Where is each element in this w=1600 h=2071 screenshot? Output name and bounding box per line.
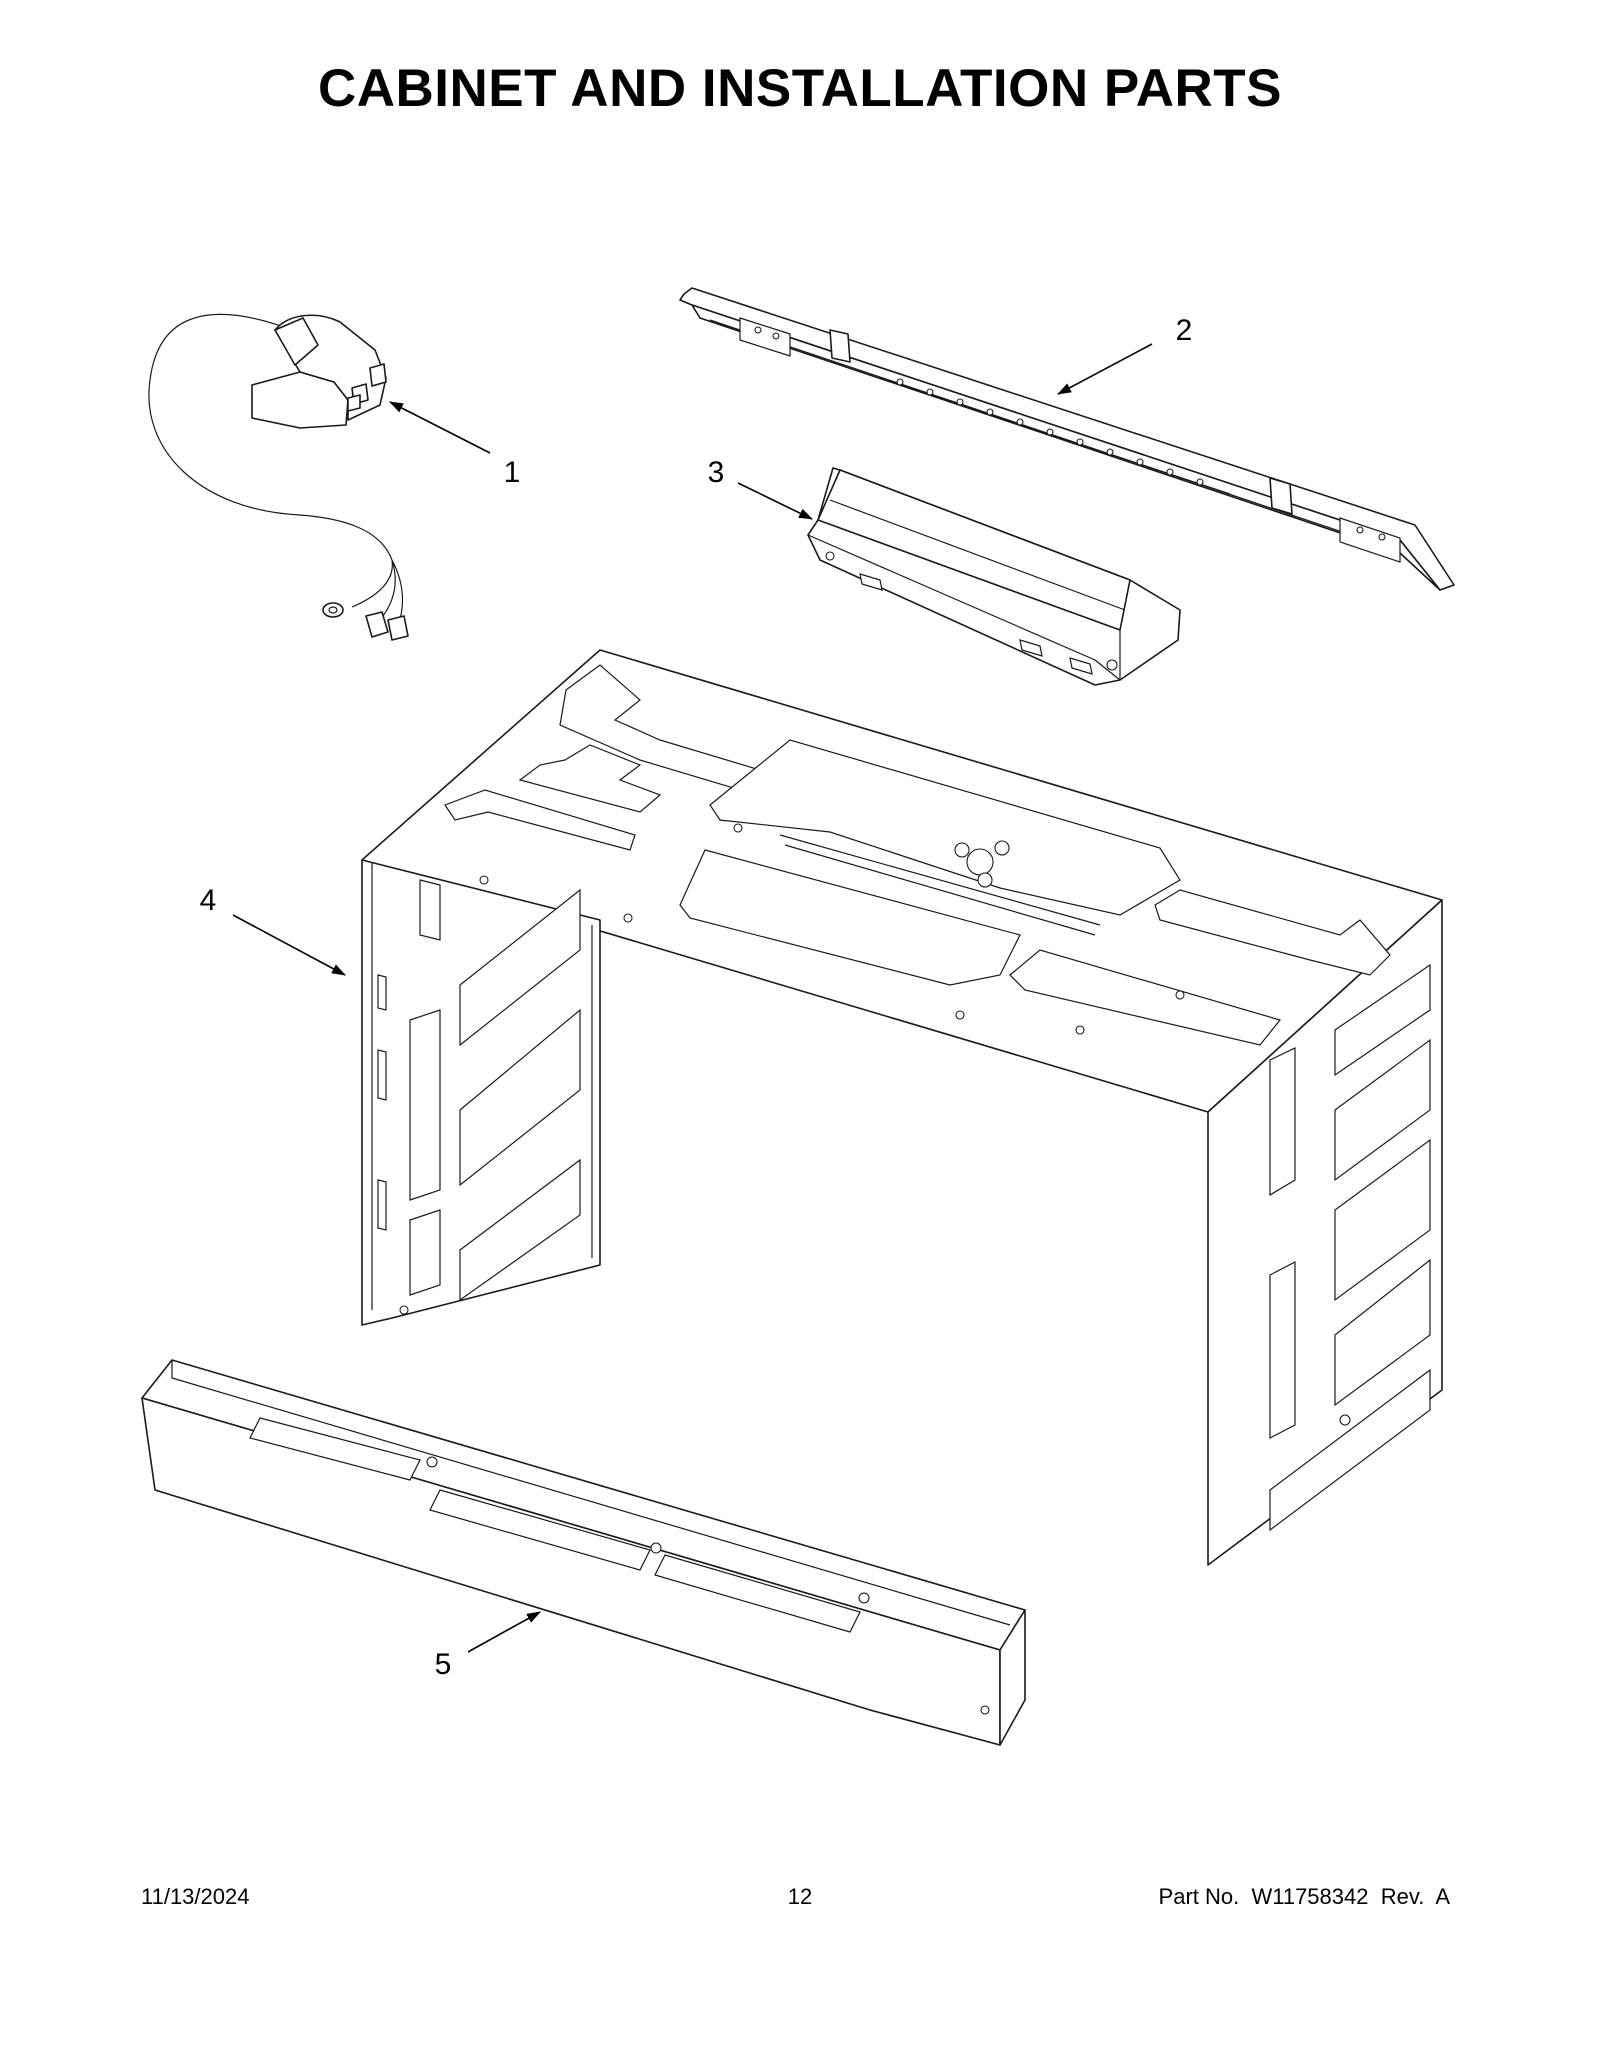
callout-4: 4	[200, 884, 346, 976]
part-front-trim[interactable]	[141, 1359, 1026, 1746]
callout-1: 1	[389, 401, 521, 489]
cabinet-holes	[399, 823, 1351, 1426]
callout-label-1: 1	[504, 456, 521, 489]
callout-label-2: 2	[1176, 314, 1193, 347]
callout-label-5: 5	[435, 1648, 452, 1681]
footer-date: 11/13/2024	[141, 1884, 250, 1909]
part-power-cord[interactable]	[148, 313, 409, 641]
callout-5: 5	[435, 1611, 541, 1681]
footer-page-number: 12	[787, 1884, 813, 1909]
callout-3: 3	[708, 456, 813, 520]
callout-label-4: 4	[200, 884, 217, 917]
footer-part-number: Part No. W11758342 Rev. A	[1158, 1884, 1450, 1909]
part-mounting-rail[interactable]	[679, 287, 1455, 591]
callout-2: 2	[1057, 314, 1193, 395]
callout-label-3: 3	[708, 456, 725, 489]
rail-holes	[754, 326, 1386, 541]
part-cabinet[interactable]	[361, 649, 1443, 1566]
part-damper-duct[interactable]	[807, 467, 1181, 686]
page-title: CABINET AND INSTALLATION PARTS	[317, 59, 1283, 118]
